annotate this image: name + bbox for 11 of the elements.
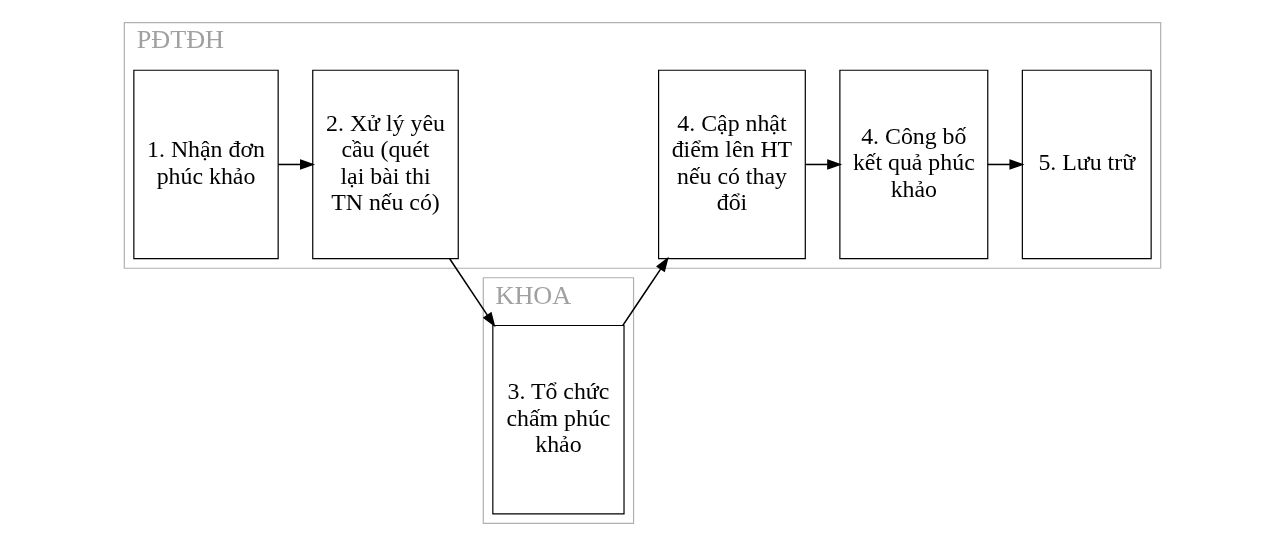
node-box: 4. Cập nhật điểm lên HT nếu có thay đổi [658, 69, 806, 260]
arrow [277, 159, 316, 170]
node-box: 1. Nhận đơn phúc khảo [133, 69, 279, 260]
node-box: 3. Tổ chức chấm phúc khảo [492, 324, 625, 515]
node-box: 5. Lưu trữ [1021, 69, 1152, 260]
arrow [987, 159, 1025, 170]
arrow [804, 159, 843, 170]
arrow [448, 258, 496, 328]
node-box: 2. Xử lý yêu cầu (quét lại bài thi TN nếu có) [312, 69, 459, 260]
arrow [622, 256, 669, 327]
node-box: 4. Công bố kết quả phúc khảo [839, 69, 989, 260]
